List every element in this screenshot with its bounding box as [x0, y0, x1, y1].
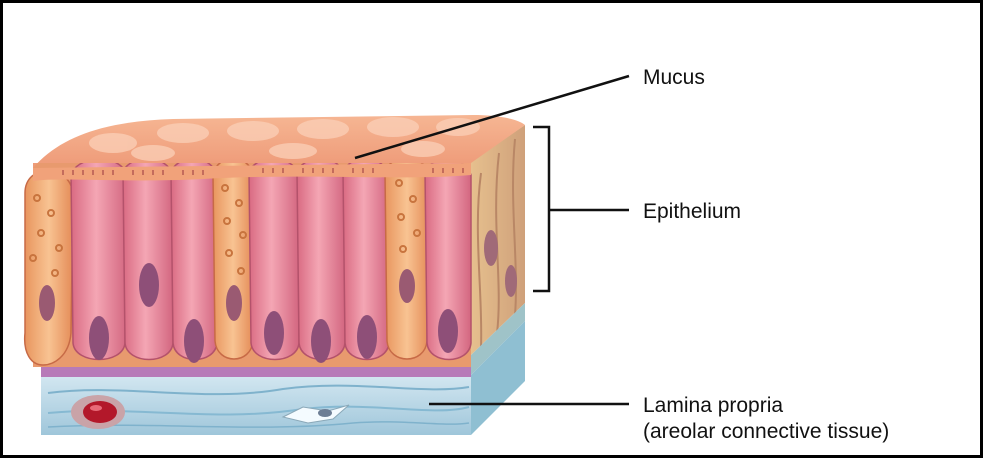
nucleus: [399, 269, 415, 303]
nucleus: [357, 315, 377, 359]
nucleus: [226, 285, 242, 321]
epithelium-cells: [25, 158, 471, 367]
nucleus: [264, 311, 284, 355]
epithelium-label: Epithelium: [643, 199, 741, 225]
nucleus: [39, 285, 55, 321]
nucleus: [438, 309, 458, 353]
lamina-propria-label-line2: (areolar connective tissue): [643, 419, 889, 445]
block-side-face: [471, 125, 525, 435]
mucus-surface: [33, 115, 525, 181]
blood-vessel: [83, 401, 117, 423]
epithelium-bracket: [533, 127, 549, 291]
mucus-label: Mucus: [643, 65, 705, 91]
nucleus: [311, 319, 331, 363]
lamina-propria-label-line1: Lamina propria: [643, 393, 889, 419]
nucleus: [89, 316, 109, 360]
lamina-propria-layer: [41, 375, 471, 435]
epithelium-illustration: [3, 3, 983, 458]
lamina-propria-label: Lamina propria (areolar connective tissu…: [643, 393, 889, 445]
nucleus: [139, 263, 159, 307]
nucleus: [184, 319, 204, 363]
